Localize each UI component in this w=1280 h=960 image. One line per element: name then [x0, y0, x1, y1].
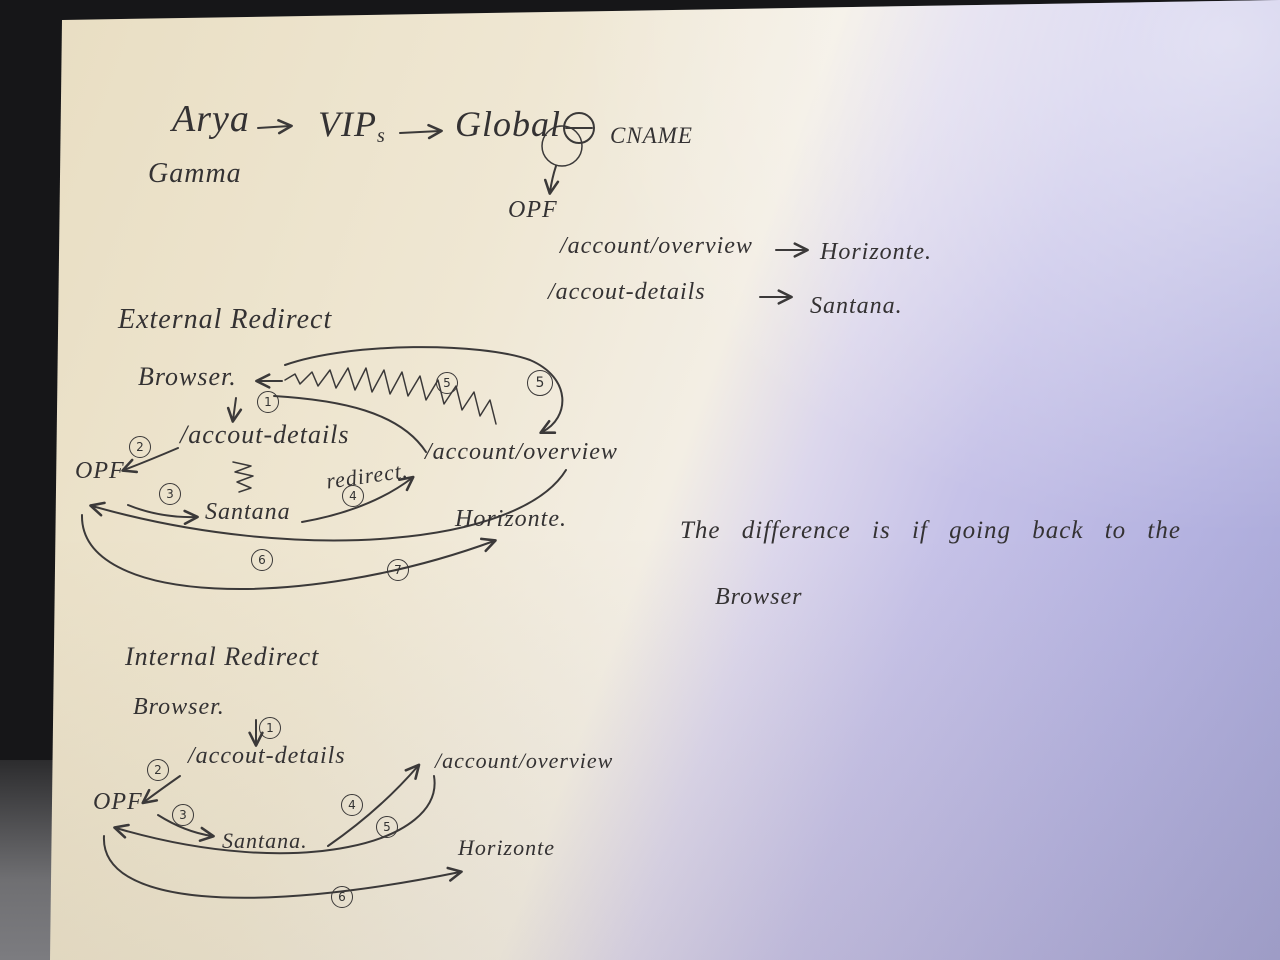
- step-marker: 4: [342, 485, 364, 507]
- label-cname: CNAME: [610, 123, 693, 148]
- arrow-step-1: [226, 397, 243, 423]
- step-marker: 7: [387, 559, 409, 581]
- label-arya: Arya: [172, 98, 250, 140]
- label-global: Global: [455, 104, 562, 144]
- node-santana: Santana: [205, 499, 291, 525]
- arc-step-5-internal: [113, 775, 436, 855]
- step-marker: 6: [251, 549, 273, 571]
- scribble-small: [232, 461, 254, 493]
- section-title-external: External Redirect: [118, 304, 333, 335]
- line-browser-to-overview: [273, 395, 427, 453]
- step-marker: 3: [159, 483, 181, 505]
- step-marker: 3: [172, 804, 194, 826]
- arrow-global-to-opf: [543, 165, 560, 195]
- step-marker: 1: [259, 717, 281, 739]
- arc-step-5: [284, 346, 564, 434]
- section-title-internal: Internal Redirect: [125, 642, 320, 671]
- arc-step-6-internal: [102, 835, 463, 899]
- minus-circle: [563, 112, 595, 144]
- arrow-step-2-internal: [141, 775, 181, 805]
- arrow-step-2: [121, 447, 179, 474]
- route-path: /account/overview: [560, 233, 753, 259]
- label-gamma: Gamma: [148, 158, 242, 189]
- node-browser: Browser.: [133, 694, 225, 720]
- arrow-step-4-internal: [327, 763, 421, 847]
- step-marker: 5: [376, 816, 398, 838]
- node-account-details: /accout-details: [180, 420, 350, 449]
- node-opf: OPF: [93, 789, 143, 815]
- scribble: [284, 367, 497, 425]
- note-line-1: The difference is if going back to the: [680, 517, 1181, 544]
- node-account-details: /accout-details: [188, 743, 346, 769]
- label-vips: VIPs: [318, 106, 386, 146]
- node-browser: Browser.: [138, 362, 237, 391]
- step-marker: 4: [341, 794, 363, 816]
- label-vip-subscript: s: [376, 125, 386, 147]
- arrow-arya-to-vips: [257, 119, 293, 135]
- label-vip: VIP: [318, 104, 377, 144]
- note-line-2: Browser: [715, 584, 803, 610]
- node-horizonte: Horizonte.: [455, 506, 567, 532]
- node-santana: Santana.: [222, 828, 308, 853]
- node-opf: OPF: [75, 458, 125, 484]
- crossed-step-marker: 5: [436, 372, 458, 394]
- arrow-step-4: [301, 475, 415, 523]
- step-marker: 1: [257, 391, 279, 413]
- step-marker: 6: [331, 886, 353, 908]
- arrow-vips-to-global: [399, 123, 443, 140]
- step-marker: 5: [527, 370, 553, 396]
- node-account-overview: /account/overview: [435, 748, 614, 773]
- label-opf-top: OPF: [508, 197, 558, 223]
- step-marker: 2: [147, 759, 169, 781]
- loop-circle: [541, 125, 583, 167]
- arc-step-6: [89, 469, 567, 542]
- step-marker: 2: [129, 436, 151, 458]
- route-target: Santana.: [810, 293, 903, 319]
- arc-step-7: [80, 514, 497, 590]
- node-account-overview: /account/overview: [425, 439, 618, 465]
- route-path: /accout-details: [548, 279, 706, 305]
- arrow-step-3-internal: [157, 814, 215, 842]
- route-target: Horizonte.: [820, 239, 932, 265]
- arrow-step-3: [127, 504, 199, 525]
- node-horizonte: Horizonte: [458, 835, 555, 860]
